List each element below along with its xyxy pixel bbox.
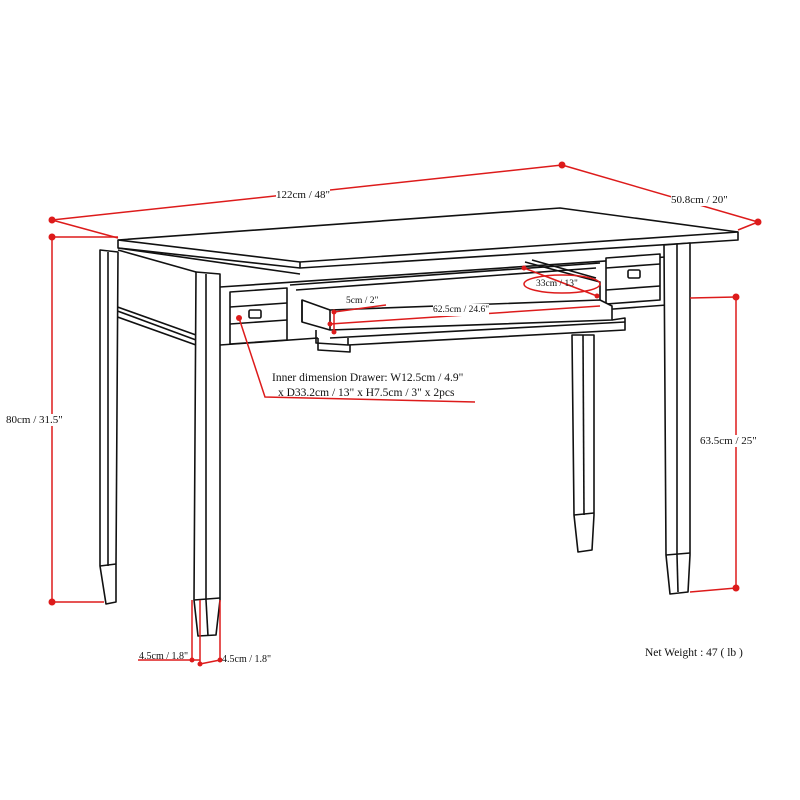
- tray-width-label: 62.5cm / 24.6": [433, 304, 490, 316]
- dimension-endpoints: [48, 161, 762, 667]
- depth-label: 50.8cm / 20": [671, 194, 728, 206]
- desk-outline: [99, 207, 739, 637]
- leg-width-left-label: 4.5cm / 1.8": [139, 651, 189, 662]
- drawer-note: Inner dimension Drawer: W12.5cm / 4.9" x…: [272, 371, 463, 401]
- width-label: 122cm / 48": [276, 189, 330, 201]
- net-weight-label: Net Weight : 47 ( lb ): [645, 647, 743, 659]
- leg-width-right-label: 4.5cm / 1.8": [222, 654, 272, 665]
- tray-depth-label: 33cm / 13": [536, 279, 578, 289]
- drawer-note-line1: Inner dimension Drawer: W12.5cm / 4.9": [272, 372, 464, 384]
- drawer-note-line2: x D33.2cm / 13" x H7.5cm / 3" x 2pcs: [278, 387, 455, 399]
- tray-height-label: 5cm / 2": [346, 296, 379, 306]
- height-label: 80cm / 31.5": [6, 414, 63, 426]
- leg-clearance-label: 63.5cm / 25": [700, 435, 757, 447]
